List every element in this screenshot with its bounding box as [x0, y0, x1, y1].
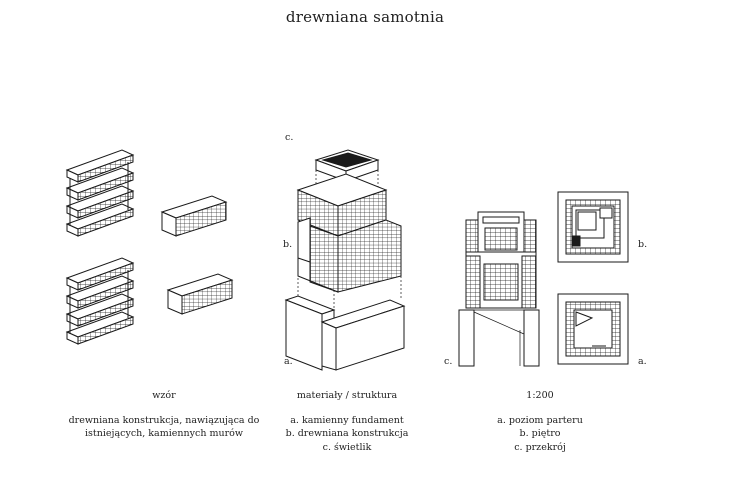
brick-panel-top: [160, 195, 228, 237]
shelf-stack-bottom: [65, 257, 135, 345]
label-timber: b.: [283, 239, 293, 250]
label-section: c.: [444, 356, 453, 367]
caption-scale-line: c. przekrój: [514, 441, 566, 453]
caption-scale-line: a. poziom parteru: [497, 414, 583, 426]
caption-pattern-line: istniejących, kamiennych murów: [85, 428, 243, 439]
caption-pattern: wzór drewniana konstrukcja, nawiązująca …: [64, 389, 264, 441]
plan-upper-floor: [557, 191, 629, 263]
plan-ground-floor: [557, 293, 629, 365]
caption-materials-line: c. świetlik: [322, 441, 372, 453]
caption-materials: materiały / struktura a. kamienny fundam…: [247, 389, 447, 454]
label-upper-floor: b.: [638, 239, 648, 250]
caption-materials-line: a. kamienny fundament: [290, 414, 404, 426]
caption-pattern-line: drewniana konstrukcja, nawiązująca do: [68, 414, 260, 426]
pattern-modules-bottom: [65, 257, 234, 345]
caption-materials-head: materiały / struktura: [296, 390, 398, 401]
timber-structure-part: [296, 173, 402, 293]
label-skylight: c.: [285, 132, 294, 143]
caption-scale-line: b. piętro: [519, 428, 561, 439]
page-title: drewniana samotnia: [285, 8, 445, 26]
caption-scale-head: 1:200: [526, 390, 554, 401]
caption-scale: 1:200 a. poziom parteru b. piętro c. prz…: [440, 389, 640, 454]
brick-panel-bottom: [166, 273, 234, 315]
caption-materials-line: b. drewniana konstrukcja: [285, 428, 409, 439]
label-foundation: a.: [284, 356, 293, 367]
shelf-stack-top: [65, 149, 135, 237]
section-drawing: [458, 211, 540, 367]
label-ground-floor: a.: [638, 356, 647, 367]
exploded-axonometry: [284, 149, 406, 371]
stone-foundation-part: [284, 295, 406, 371]
caption-pattern-head: wzór: [152, 390, 176, 401]
pattern-modules-top: [65, 149, 228, 237]
